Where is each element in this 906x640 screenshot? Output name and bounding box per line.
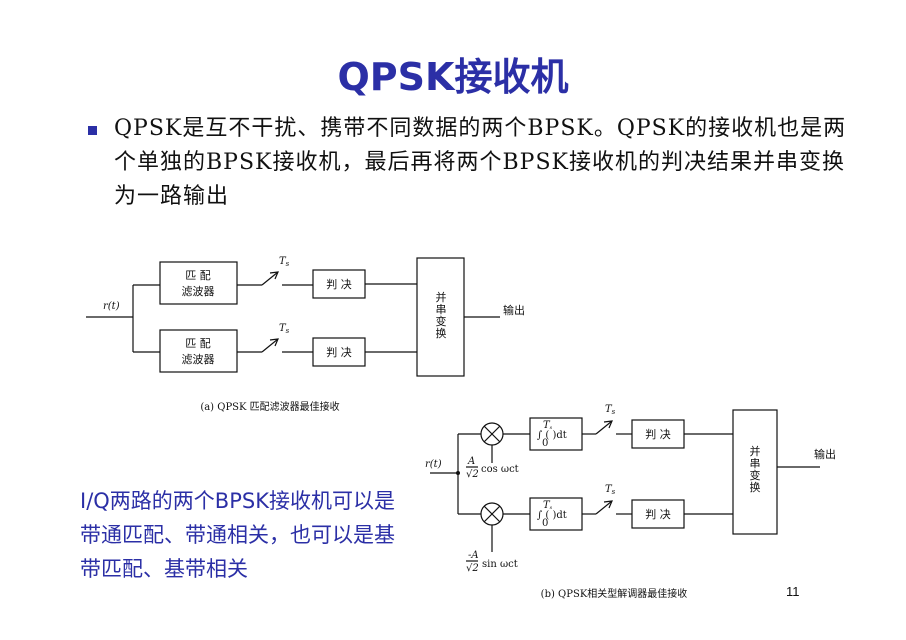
b-cos-ref: cos ωct (481, 464, 519, 475)
a-decision-lower-label: 判 决 (326, 346, 352, 359)
a-sampling-switch-upper-icon (261, 271, 279, 286)
a-mf-lower-line2: 滤波器 (182, 353, 215, 366)
b-ps-char-1: 并 (750, 444, 761, 458)
b-parallel-serial-converter (732, 409, 778, 535)
slide-title: QPSK接收机 (337, 55, 569, 99)
a-input-label: r(t) (103, 301, 120, 312)
b-int-lower-lower-limit: 0 (542, 518, 548, 529)
a-output-label: 输出 (503, 303, 525, 317)
bullet-point: QPSK是互不干扰、携带不同数据的两个BPSK。QPSK的接收机也是两个单独的B… (88, 112, 848, 214)
diagram-a: r(t) 匹 配 滤波器 匹 配 滤波器 Ts Ts 判 决 判 决 (86, 256, 525, 413)
b-int-upper-limit: Ts (543, 420, 553, 431)
b-input-label: r(t) (425, 459, 442, 470)
a-decision-lower (312, 337, 366, 367)
a-matched-filter-upper (159, 261, 238, 305)
a-ps-char-2: 串 (436, 303, 447, 316)
a-switch-upper-label: Ts (279, 256, 290, 268)
b-sampling-switch-upper-icon (595, 420, 613, 435)
side-note: I/Q两路的两个BPSK接收机可以是带通匹配、带通相关，也可以是基带匹配、基带相… (80, 489, 395, 581)
a-mf-lower-line1: 匹 配 (185, 337, 211, 350)
b-integrator-upper-label: ∫ ( )dt (537, 430, 567, 441)
b-ps-char-4: 换 (750, 480, 761, 494)
b-cos-frac: √2 (466, 469, 479, 480)
b-output-label: 输出 (814, 447, 836, 461)
a-ps-char-3: 变 (436, 314, 447, 328)
b-sin-amp: -A (468, 550, 479, 561)
page-number: 11 (786, 584, 800, 599)
b-sin-ref: sin ωct (482, 559, 518, 570)
b-int-lower-upper-limit: Ts (543, 500, 553, 511)
b-integrator-lower (529, 497, 583, 531)
bullet-square-icon (88, 126, 97, 135)
a-switch-lower-label: Ts (279, 323, 290, 335)
a-mf-upper-line2: 滤波器 (182, 285, 215, 298)
b-sampling-switch-lower-icon (595, 500, 613, 515)
a-ps-char-1: 并 (436, 290, 447, 304)
a-parallel-serial-converter (416, 257, 465, 377)
b-cos-amp: A (467, 456, 475, 467)
b-int-lower-limit: 0 (542, 438, 548, 449)
b-caption: (b) QPSK相关型解调器最佳接收 (541, 587, 688, 600)
b-sin-frac: √2 (466, 563, 479, 574)
a-matched-filter-lower (159, 329, 238, 373)
b-switch-lower-label: Ts (605, 484, 616, 496)
diagram-b: r(t) A √2 cos ωct -A √2 sin ωct ∫ ( )dt … (425, 404, 836, 600)
b-switch-upper-label: Ts (605, 404, 616, 416)
a-decision-upper-label: 判 决 (326, 278, 352, 291)
bullet-text: QPSK是互不干扰、携带不同数据的两个BPSK。QPSK的接收机也是两个单独的B… (114, 116, 847, 209)
a-ps-char-4: 换 (436, 326, 447, 340)
b-decision-upper-label: 判 决 (645, 428, 671, 441)
b-decision-lower-label: 判 决 (645, 508, 671, 521)
a-mf-upper-line1: 匹 配 (185, 269, 211, 282)
b-ps-char-3: 变 (750, 468, 761, 482)
a-sampling-switch-lower-icon (261, 338, 279, 353)
b-ps-char-2: 串 (750, 457, 761, 470)
a-caption: (a) QPSK 匹配滤波器最佳接收 (200, 400, 339, 413)
b-integrator-lower-label: ∫ ( )dt (537, 510, 567, 521)
